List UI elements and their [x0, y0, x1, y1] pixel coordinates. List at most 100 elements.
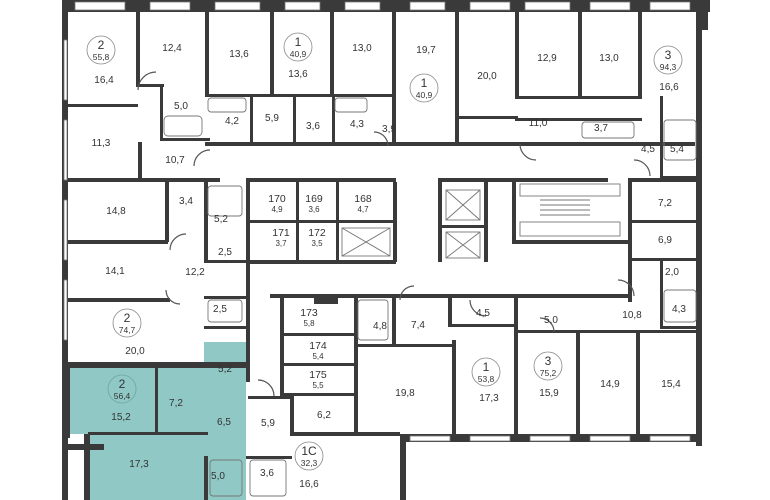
apartment-rooms: 2 — [124, 311, 131, 325]
room-area: 12,4 — [162, 43, 182, 54]
storage-unit[interactable]: 173 5,8 — [300, 307, 318, 328]
highlighted-apartment-corridor — [204, 342, 246, 500]
apartment-rooms: 3 — [665, 48, 672, 62]
apartment-marker[interactable]: 3 94,3 — [653, 45, 683, 75]
room-area: 4,5 — [641, 144, 655, 155]
apartment-total: 40,9 — [416, 90, 433, 100]
storage-unit[interactable]: 174 5,4 — [309, 340, 327, 361]
storage-units: 170 4,9 169 3,6 168 4,7 171 3,7 172 3,5 … — [268, 193, 372, 390]
apartment-total: 40,9 — [290, 49, 307, 59]
apartment-marker[interactable]: 1 53,8 — [471, 357, 501, 387]
storage-unit-number: 171 — [272, 227, 290, 239]
room-area: 16,4 — [94, 75, 114, 86]
storage-unit-number: 172 — [308, 227, 326, 239]
storage-unit-number: 168 — [354, 193, 372, 205]
storage-unit[interactable]: 175 5,5 — [309, 369, 327, 390]
room-area: 4,8 — [373, 321, 387, 332]
room-area: 19,8 — [395, 388, 415, 399]
apartment-marker[interactable]: 3 75,2 — [533, 351, 563, 381]
room-area: 6,5 — [217, 417, 231, 428]
apartment-marker[interactable]: 1 40,9 — [409, 73, 439, 103]
room-area: 12,2 — [185, 267, 205, 278]
apartment-total: 94,3 — [660, 62, 677, 72]
room-area: 5,9 — [265, 113, 279, 124]
apartment-marker[interactable]: 2 74,7 — [112, 308, 142, 338]
storage-unit-area: 5,8 — [303, 319, 315, 328]
storage-unit[interactable]: 172 3,5 — [308, 227, 326, 248]
apartment-markers: 2 55,8 1 40,9 1 40,9 3 94,3 2 74,7 2 56,… — [86, 32, 683, 471]
room-area: 5,9 — [261, 418, 275, 429]
apartment-rooms: 1 — [295, 35, 302, 49]
fixtures — [163, 97, 697, 497]
apartment-rooms: 2 — [119, 377, 126, 391]
interior-walls — [68, 12, 700, 500]
room-area: 5,0 — [544, 315, 558, 326]
room-area: 11,3 — [92, 138, 111, 149]
room-area: 3,6 — [306, 121, 320, 132]
room-area: 14,8 — [106, 206, 126, 217]
room-area: 5,4 — [670, 144, 684, 155]
storage-unit-number: 170 — [268, 193, 286, 205]
room-area: 5,2 — [218, 364, 232, 375]
doors — [137, 71, 651, 397]
room-area: 5,0 — [211, 471, 225, 482]
room-area: 3,4 — [179, 196, 193, 207]
room-area: 13,0 — [599, 53, 619, 64]
room-area: 4,5 — [476, 308, 490, 319]
apartment-rooms: 1 — [421, 76, 428, 90]
room-area: 15,2 — [111, 412, 131, 423]
storage-unit-area: 4,9 — [271, 205, 283, 214]
room-area: 17,3 — [129, 459, 149, 470]
room-area: 4,3 — [672, 304, 686, 315]
apartment-total: 75,2 — [540, 368, 557, 378]
storage-unit[interactable]: 169 3,6 — [305, 193, 323, 214]
storage-unit-number: 175 — [309, 369, 327, 381]
room-area: 12,9 — [537, 53, 557, 64]
room-area: 5,0 — [174, 101, 188, 112]
room-area: 16,6 — [299, 479, 319, 490]
storage-unit-number: 174 — [309, 340, 327, 352]
storage-unit-area: 3,7 — [275, 239, 287, 248]
room-area: 15,4 — [661, 379, 681, 390]
room-area: 5,2 — [214, 214, 228, 225]
room-area: 20,0 — [125, 346, 145, 357]
storage-unit[interactable]: 171 3,7 — [272, 227, 290, 248]
room-area: 7,4 — [411, 320, 425, 331]
room-area: 3,9 — [382, 124, 396, 135]
room-area: 14,9 — [600, 379, 620, 390]
room-area: 15,9 — [539, 388, 559, 399]
room-area: 10,7 — [165, 155, 185, 166]
room-area: 6,2 — [317, 410, 331, 421]
room-area: 20,0 — [477, 71, 497, 82]
apartment-rooms: 1С — [301, 444, 317, 458]
apartment-rooms: 2 — [98, 38, 105, 52]
apartment-marker[interactable]: 1С 32,3 — [294, 441, 324, 471]
room-area: 10,8 — [622, 310, 642, 321]
apartment-total: 55,8 — [93, 52, 110, 62]
room-area: 13,6 — [229, 49, 249, 60]
room-area: 3,6 — [260, 468, 274, 479]
room-area: 13,0 — [352, 43, 372, 54]
room-area: 19,7 — [416, 45, 436, 56]
room-area: 13,6 — [288, 69, 308, 80]
apartment-marker[interactable]: 2 56,4 — [107, 374, 137, 404]
room-area: 16,6 — [659, 82, 679, 93]
room-area: 11,0 — [529, 118, 548, 129]
apartment-total: 53,8 — [478, 374, 495, 384]
storage-unit-area: 5,4 — [312, 352, 324, 361]
windows-top — [63, 1, 691, 442]
room-area: 4,2 — [225, 116, 239, 127]
storage-unit[interactable]: 170 4,9 — [268, 193, 286, 214]
room-area: 7,2 — [169, 398, 183, 409]
storage-unit[interactable]: 168 4,7 — [354, 193, 372, 214]
apartment-marker[interactable]: 2 55,8 — [86, 35, 116, 65]
room-area: 3,7 — [594, 123, 608, 134]
storage-unit-area: 5,5 — [312, 381, 324, 390]
apartment-marker[interactable]: 1 40,9 — [283, 32, 313, 62]
storage-unit-number: 169 — [305, 193, 323, 205]
apartment-rooms: 3 — [545, 354, 552, 368]
storage-unit-area: 3,6 — [308, 205, 320, 214]
room-area: 17,3 — [479, 393, 499, 404]
apartment-total: 74,7 — [119, 325, 136, 335]
